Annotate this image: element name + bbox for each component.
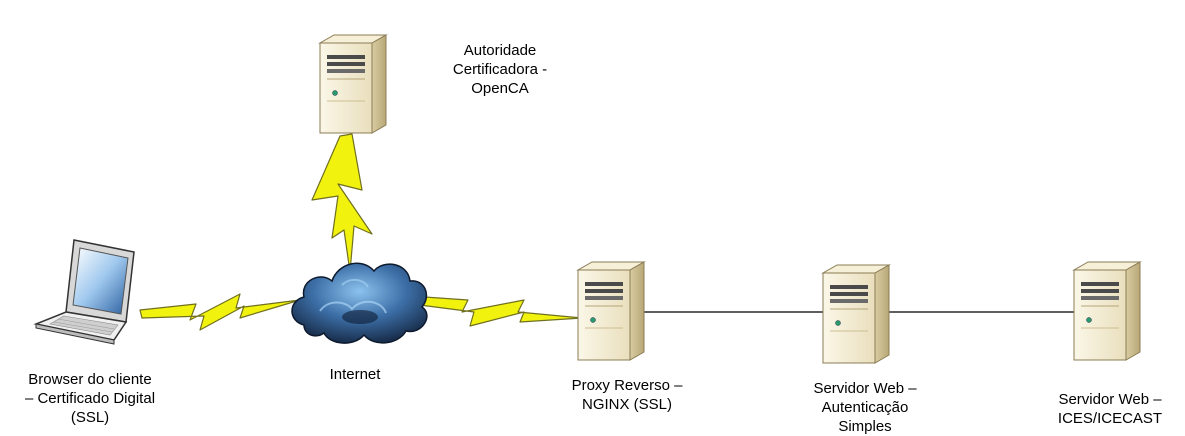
proxy-server-icon	[577, 261, 645, 361]
proxy-label-line-2: NGINX (SSL)	[581, 396, 672, 413]
auth-server-icon	[822, 264, 890, 364]
internet-label: Internet	[305, 365, 405, 384]
client-label-line-1: Browser do cliente	[28, 371, 152, 388]
auth-label-line-1: Servidor Web –	[813, 380, 917, 397]
client-label-line-2: – Certificado Digital	[24, 390, 156, 407]
ca-label-line-2: Certificadora -	[452, 61, 548, 78]
auth-label-line-2: Autenticação	[821, 399, 909, 416]
lightning-link-ca-server-to-internet-cloud	[311, 133, 373, 273]
proxy-label-line-1: Proxy Reverso –	[571, 377, 683, 394]
client-label: Browser do cliente – Certificado Digital…	[6, 370, 174, 427]
ices-server-icon	[1073, 261, 1141, 361]
proxy-label: Proxy Reverso – NGINX (SSL)	[552, 376, 702, 414]
client-label-line-3: (SSL)	[70, 409, 110, 426]
ca-server-icon	[319, 34, 387, 134]
ca-label-line-3: OpenCA	[471, 80, 529, 97]
ices-label-line-1: Servidor Web –	[1058, 391, 1162, 408]
laptop-icon	[33, 239, 135, 345]
cloud-icon	[291, 262, 428, 344]
auth-label: Servidor Web – Autenticação Simples	[790, 379, 940, 436]
internet-label-line-1: Internet	[329, 366, 381, 383]
ices-label: Servidor Web – ICES/ICECAST	[1040, 390, 1180, 428]
ca-server-label: Autoridade Certificadora - OpenCA	[430, 41, 570, 98]
ices-label-line-2: ICES/ICECAST	[1057, 410, 1163, 427]
auth-label-line-3: Simples	[838, 418, 892, 435]
ca-label-line-1: Autoridade	[463, 42, 537, 59]
lightning-link-internet-cloud-to-proxy-server	[409, 295, 583, 327]
lightning-link-client-laptop-to-internet-cloud	[139, 293, 301, 331]
